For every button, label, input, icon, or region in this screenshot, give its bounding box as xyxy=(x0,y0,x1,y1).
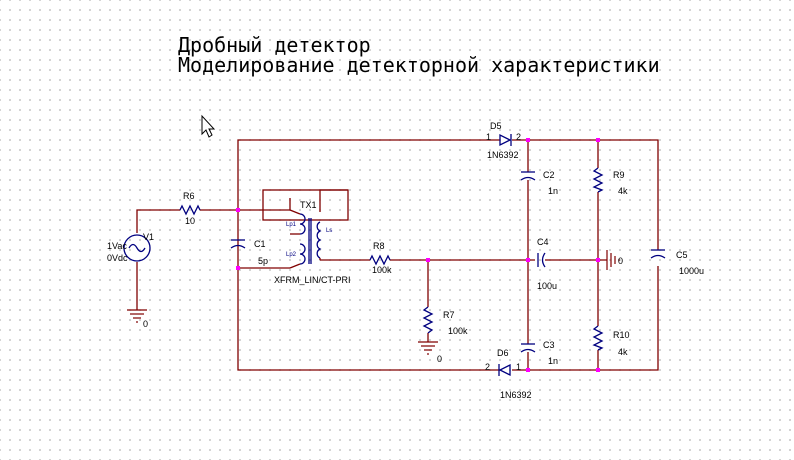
c1-ref: C1 xyxy=(254,239,266,249)
schematic-title: Дробный детектор xyxy=(178,33,371,57)
d6-ref: D6 xyxy=(497,348,509,358)
primary-lead-top xyxy=(289,209,301,215)
d5-diode[interactable]: D5 1 2 1N6392 xyxy=(486,121,521,160)
c1-capacitor[interactable]: C1 5p xyxy=(230,239,268,266)
r9-resistor[interactable]: R9 4k xyxy=(592,167,628,196)
r8-resistor[interactable]: R8 100k xyxy=(369,241,392,275)
wire-secondary-top[interactable] xyxy=(319,189,348,212)
ground-label-3: 0 xyxy=(618,256,623,266)
c3-ref: C3 xyxy=(543,340,555,350)
r10-resistor[interactable]: R10 4k xyxy=(592,325,630,357)
tx1-pin-ls: Ls xyxy=(326,228,332,234)
junction-node xyxy=(426,258,430,262)
r7-resistor[interactable]: R7 100k xyxy=(422,306,468,336)
secondary-winding xyxy=(316,221,322,259)
r6-resistor[interactable]: R6 10 xyxy=(179,191,201,226)
schematic-subtitle: Моделирование детекторной характеристики xyxy=(178,53,660,77)
wires xyxy=(136,139,659,371)
d5-model: 1N6392 xyxy=(487,150,519,160)
primary-winding-bottom xyxy=(299,243,306,265)
d6-model: 1N6392 xyxy=(500,390,532,400)
c4-value: 100u xyxy=(537,281,557,291)
ground-v1[interactable]: 0 xyxy=(127,309,148,329)
ground-r7[interactable]: 0 xyxy=(418,341,442,364)
c2-value: 1n xyxy=(548,186,558,196)
primary-lead-bottom xyxy=(289,263,301,269)
junction-node xyxy=(596,368,600,372)
wire-top-left[interactable] xyxy=(237,139,500,260)
c5-value: 1000u xyxy=(679,266,704,276)
v1-ac-value: 1Vac xyxy=(107,241,127,251)
r10-value: 4k xyxy=(618,347,628,357)
junction-node xyxy=(526,258,530,262)
ground-label-1: 0 xyxy=(143,319,148,329)
junction-node xyxy=(596,138,600,142)
c3-value: 1n xyxy=(548,356,558,366)
c5-ref: C5 xyxy=(676,250,688,260)
junction-node xyxy=(596,258,600,262)
r6-ref: R6 xyxy=(183,191,195,201)
r10-ref: R10 xyxy=(613,330,630,340)
c3-capacitor[interactable]: C3 1n xyxy=(520,340,558,366)
r7-value: 100k xyxy=(448,326,468,336)
junctions xyxy=(236,138,600,372)
mouse-cursor-icon xyxy=(201,114,216,138)
tx1-pin-lp2: Lp2 xyxy=(286,252,297,258)
tx1-model: XFRM_LIN/CT-PRI xyxy=(274,275,351,285)
resistor-symbol xyxy=(179,204,201,216)
wire-bottom-right[interactable] xyxy=(512,266,659,371)
tx1-transformer[interactable]: Lp1 Lp2 Ls TX1 XFRM_LIN/CT-PRI xyxy=(262,189,351,285)
c4-capacitor[interactable]: C4 100u xyxy=(537,237,557,291)
v1-source[interactable]: V1 1Vac 0Vdc xyxy=(107,232,154,263)
junction-node xyxy=(526,138,530,142)
junction-node xyxy=(526,368,530,372)
v1-dc-value: 0Vdc xyxy=(107,253,128,263)
c2-capacitor[interactable]: C2 1n xyxy=(520,170,558,196)
ground-label-2: 0 xyxy=(437,354,442,364)
wire-v1-r6[interactable] xyxy=(136,209,180,233)
c5-capacitor[interactable]: C5 1000u xyxy=(650,249,704,276)
r7-ref: R7 xyxy=(443,310,455,320)
c2-ref: C2 xyxy=(543,170,555,180)
r8-value: 100k xyxy=(372,265,392,275)
tx1-ref: TX1 xyxy=(300,200,317,210)
d6-diode[interactable]: D6 2 1 1N6392 xyxy=(485,348,532,400)
d5-ref: D5 xyxy=(490,121,502,131)
c1-value: 5p xyxy=(258,256,268,266)
v1-ref: V1 xyxy=(143,232,154,242)
d5-pin2: 2 xyxy=(516,132,521,142)
wire-top-right[interactable] xyxy=(512,139,659,250)
d6-pin2: 2 xyxy=(485,362,490,372)
junction-node xyxy=(236,208,240,212)
tx1-pin-lp1: Lp1 xyxy=(286,222,297,228)
r8-ref: R8 xyxy=(373,241,385,251)
junction-node xyxy=(236,266,240,270)
c4-ref: C4 xyxy=(537,237,549,247)
r9-ref: R9 xyxy=(613,170,625,180)
primary-winding-top xyxy=(299,213,306,235)
sine-icon xyxy=(128,243,146,253)
ground-c4[interactable]: 0 xyxy=(606,250,623,270)
r6-value: 10 xyxy=(185,216,195,226)
r9-value: 4k xyxy=(618,186,628,196)
ac-source-symbol xyxy=(123,234,151,262)
d6-pin1: 1 xyxy=(516,362,521,372)
wire-bottom-left[interactable] xyxy=(237,260,500,371)
d5-pin1: 1 xyxy=(486,132,491,142)
